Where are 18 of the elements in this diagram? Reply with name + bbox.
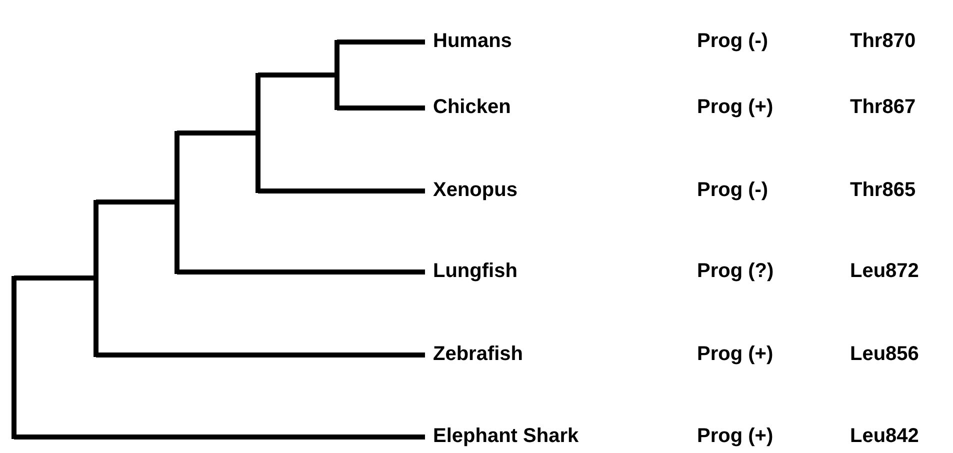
species-name: Zebrafish xyxy=(433,342,524,366)
species-name: Chicken xyxy=(433,95,511,119)
progesterone-response: Prog (+) xyxy=(697,424,774,448)
residue-label: Thr870 xyxy=(850,29,916,53)
progesterone-response: Prog (+) xyxy=(697,95,774,119)
residue-label: Leu856 xyxy=(850,342,919,366)
residue-label: Leu872 xyxy=(850,259,919,283)
species-name: Humans xyxy=(433,29,512,53)
species-name: Elephant Shark xyxy=(433,424,579,448)
progesterone-response: Prog (-) xyxy=(697,29,768,53)
residue-label: Thr867 xyxy=(850,95,916,119)
residue-label: Leu842 xyxy=(850,424,919,448)
species-name: Lungfish xyxy=(433,259,518,283)
residue-label: Thr865 xyxy=(850,178,916,202)
progesterone-response: Prog (-) xyxy=(697,178,768,202)
progesterone-response: Prog (+) xyxy=(697,342,774,366)
progesterone-response: Prog (?) xyxy=(697,259,774,283)
species-name: Xenopus xyxy=(433,178,518,202)
